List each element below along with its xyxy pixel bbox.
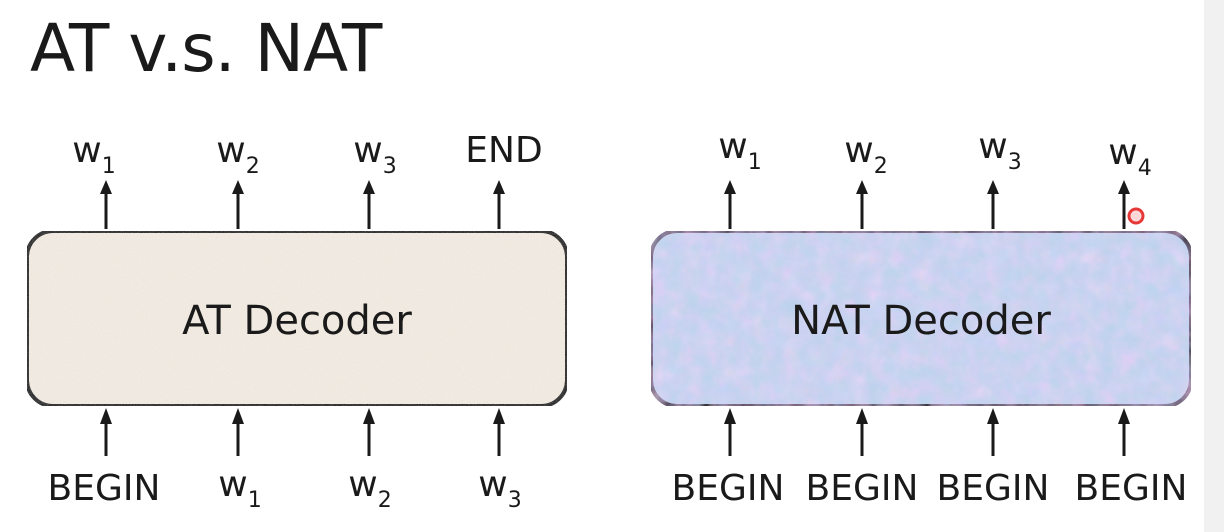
at-output-arrowhead [493, 180, 505, 194]
nat-output-token: w4 [1108, 132, 1151, 181]
at-output-arrowhead [100, 180, 112, 194]
at-output-arrowhead [232, 180, 244, 194]
at-output-token: w2 [216, 130, 259, 179]
nat-output-tokens: w1 w2 w3 w4 [718, 126, 1151, 181]
at-output-token: w1 [72, 130, 115, 179]
at-output-token: w3 [353, 130, 396, 179]
nat-output-arrowhead [987, 180, 999, 194]
nat-output-arrowhead [856, 180, 868, 194]
at-input-arrowhead [493, 408, 505, 424]
nat-output-token: w2 [844, 130, 887, 179]
nat-input-tokens: BEGIN BEGIN BEGIN BEGIN [672, 468, 1188, 509]
at-input-token: BEGIN [48, 468, 161, 509]
nat-input-arrowhead [856, 408, 868, 424]
pointer-cursor-icon [1127, 207, 1145, 225]
nat-input-token: BEGIN [806, 468, 919, 509]
nat-input-token: BEGIN [672, 468, 785, 509]
nat-input-token: BEGIN [1075, 468, 1188, 509]
nat-input-token: BEGIN [937, 468, 1050, 509]
nat-input-arrowhead [987, 408, 999, 424]
nat-decoder-label: NAT Decoder [791, 298, 1051, 344]
window-edge-strip [1204, 0, 1224, 532]
nat-input-arrowhead [724, 408, 736, 424]
at-input-tokens: BEGIN w1 w2 w3 [48, 464, 522, 513]
at-decoder-label: AT Decoder [182, 298, 412, 344]
at-decoder-box [25, 229, 569, 408]
nat-output-arrowhead [724, 180, 736, 194]
at-input-arrows [100, 408, 505, 456]
nat-output-arrowhead [1118, 180, 1130, 194]
nat-input-arrowhead [1118, 408, 1130, 424]
nat-output-token: w3 [978, 126, 1021, 175]
at-decoder: AT Decoder [25, 229, 569, 408]
at-input-token: w2 [348, 464, 391, 513]
nat-output-token: w1 [718, 126, 761, 175]
nat-output-arrows [724, 180, 1130, 229]
at-input-arrowhead [363, 408, 375, 424]
at-output-tokens: w1 w2 w3 END [72, 130, 542, 179]
at-input-arrowhead [232, 408, 244, 424]
at-input-token: w1 [218, 464, 261, 513]
slide-title: AT v.s. NAT [30, 10, 382, 87]
nat-input-arrows [724, 408, 1130, 456]
at-output-arrows [100, 180, 505, 229]
at-output-token: END [465, 130, 542, 171]
nat-decoder: NAT Decoder [649, 229, 1193, 408]
at-output-arrowhead [363, 180, 375, 194]
nat-decoder-box [649, 229, 1193, 408]
at-input-arrowhead [100, 408, 112, 424]
at-input-token: w3 [478, 464, 521, 513]
